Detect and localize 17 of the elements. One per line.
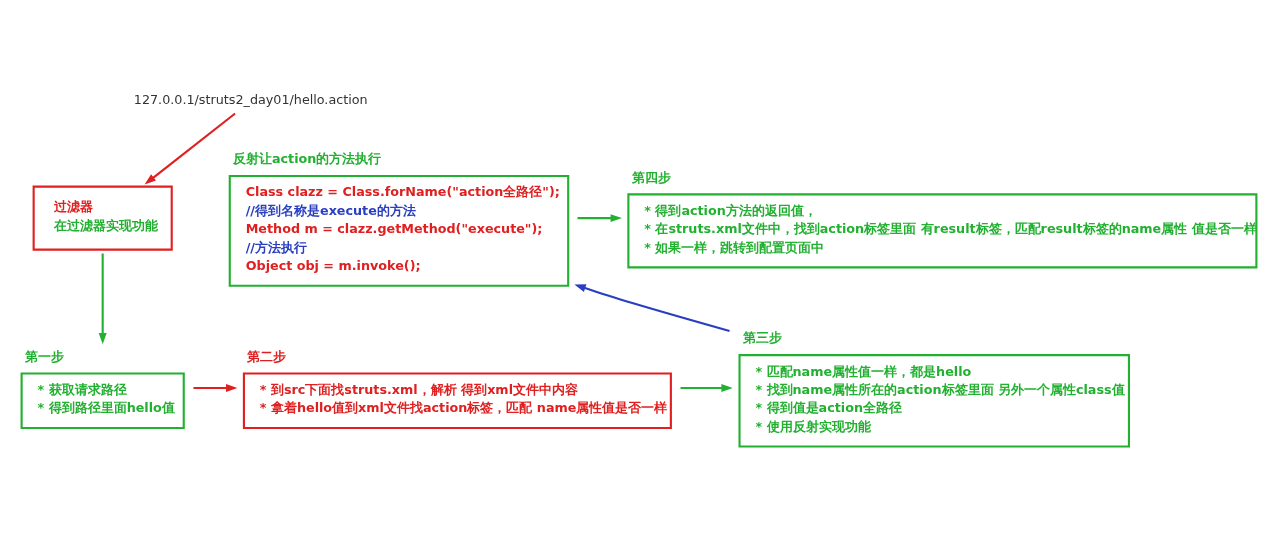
node-label: 反射让action的方法执行 bbox=[232, 151, 382, 167]
arrow bbox=[574, 284, 730, 332]
node-box: * 获取请求路径 * 得到路径里面hello值 bbox=[20, 372, 185, 430]
arrow bbox=[577, 214, 622, 223]
node-box: 过滤器 在过滤器实现功能 bbox=[32, 185, 173, 251]
arrow bbox=[680, 384, 733, 392]
node-label: 第一步 bbox=[24, 348, 64, 364]
node-box: * 匹配name属性值一样，都是hello * 找到name属性所在的action标签里面 另外一个属性class值 * 得到值是action全路径 * 使用反射实现功能 bbox=[738, 354, 1130, 448]
node-box: * 到src下面找struts.xml，解析 得到xml文件中内容 * 拿着hello值到xml文件找action标签，匹配 name属性值是否一样 bbox=[242, 372, 672, 430]
arrow bbox=[144, 112, 236, 185]
arrow bbox=[193, 384, 238, 392]
arrow bbox=[98, 253, 107, 345]
node-box: Class clazz = Class.forName("action全路径"); //得到名称是execute的方法 Method m = clazz.getMethod("execute"); //方法执行 Object obj = m.invoke(); bbox=[228, 174, 570, 287]
node-label: 第四步 bbox=[631, 169, 671, 185]
node-label: 第二步 bbox=[247, 348, 287, 364]
node-text: 127.0.0.1/struts2_day01/hello.action bbox=[133, 91, 368, 107]
node-label: 第三步 bbox=[742, 330, 782, 346]
